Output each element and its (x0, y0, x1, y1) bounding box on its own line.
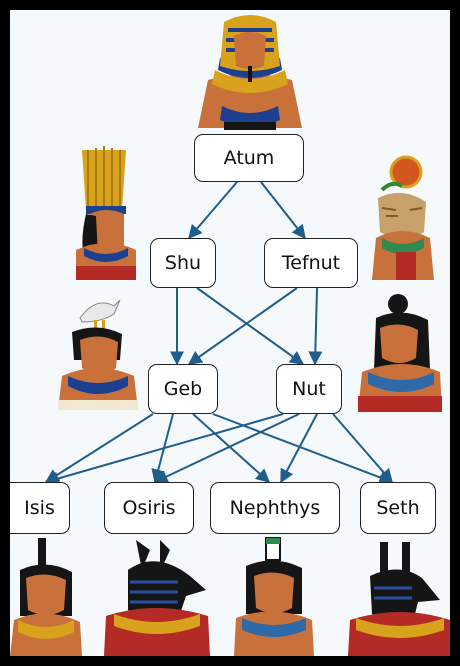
node-nephthys-label: Nephthys (229, 497, 321, 519)
node-nephthys: Nephthys (210, 482, 340, 534)
nut-figure (358, 294, 442, 412)
edge-geb-nephthys (192, 413, 271, 483)
seth-figure (348, 542, 450, 656)
node-geb: Geb (148, 364, 218, 414)
node-atum: Atum (194, 134, 304, 182)
edge-atum-shu (188, 181, 238, 240)
atum-figure (198, 15, 302, 130)
node-seth-label: Seth (376, 497, 420, 519)
illustration-layer (10, 15, 450, 656)
geb-figure (58, 299, 138, 410)
tefnut-figure (372, 155, 434, 280)
edge-nut-isis (44, 413, 284, 486)
node-nut-label: Nut (292, 378, 326, 400)
node-shu-label: Shu (164, 252, 202, 274)
isis-figure (10, 538, 82, 656)
edge-shu-nut (196, 287, 305, 365)
edge-nut-osiris (153, 413, 300, 483)
edge-geb-seth (212, 413, 394, 485)
edge-geb-isis (44, 413, 154, 483)
edge-layer (44, 181, 394, 486)
node-nut: Nut (276, 364, 342, 414)
node-tefnut: Tefnut (264, 238, 358, 288)
osiris-figure (104, 540, 210, 656)
node-isis-label: Isis (24, 497, 55, 519)
edge-atum-tefnut (260, 181, 306, 240)
node-geb-label: Geb (163, 378, 203, 400)
node-shu: Shu (150, 238, 216, 288)
node-atum-label: Atum (223, 147, 275, 169)
node-isis: Isis (10, 482, 70, 534)
node-tefnut-label: Tefnut (281, 252, 341, 274)
edge-tefnut-geb (187, 287, 298, 365)
edge-nut-seth (332, 413, 393, 484)
edge-nut-nephthys (280, 413, 318, 484)
node-osiris: Osiris (104, 482, 194, 534)
diagram-canvas: Atum Shu Tefnut Geb Nut Isis Osiris Neph… (10, 10, 450, 656)
node-seth: Seth (360, 482, 436, 534)
nephthys-figure (234, 537, 314, 656)
edge-tefnut-nut (308, 287, 323, 366)
shu-figure (76, 146, 136, 280)
node-osiris-label: Osiris (122, 497, 176, 519)
